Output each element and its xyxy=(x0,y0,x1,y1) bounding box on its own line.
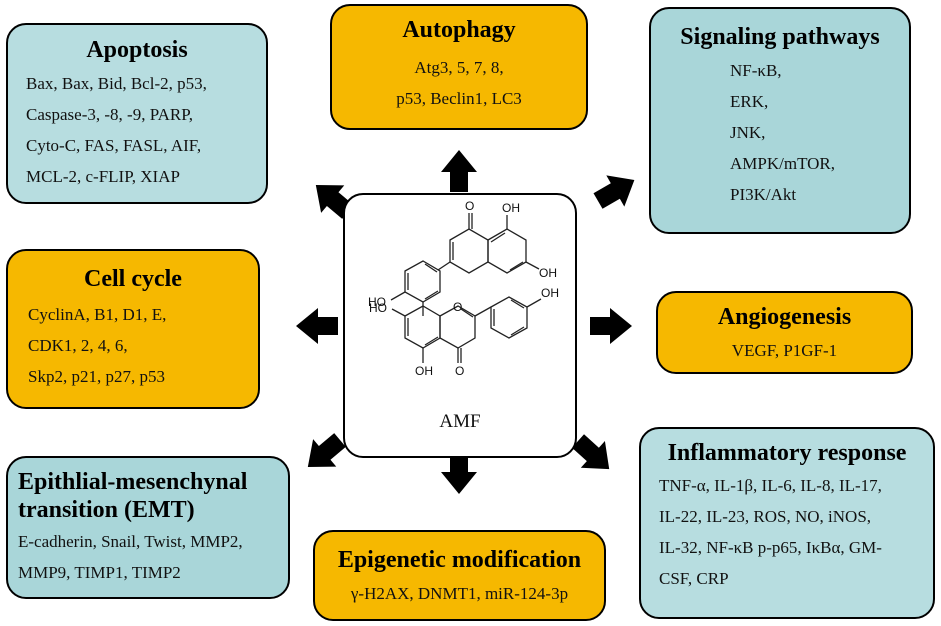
emt-box: Epithlial-mesenchynal transition (EMT) E… xyxy=(6,456,290,599)
carbonyl-o-label: O xyxy=(465,199,474,213)
inflammatory-title: Inflammatory response xyxy=(667,440,907,466)
autophagy-line: Atg3, 5, 7, 8, xyxy=(414,58,504,77)
inflammatory-line: TNF-α, IL-1β, IL-6, IL-8, IL-17, xyxy=(659,476,882,495)
signaling-title: Signaling pathways xyxy=(680,24,880,50)
autophagy-title: Autophagy xyxy=(402,17,516,43)
hydroxyl-label: HO xyxy=(368,295,386,309)
emt-line: E-cadherin, Snail, Twist, MMP2, xyxy=(18,532,243,551)
hydroxyl-label: OH xyxy=(415,364,433,378)
cell-cycle-line: Skp2, p21, p27, p53 xyxy=(28,367,165,386)
amf-center-box: O OH OH HO O HO OH OH O AMF xyxy=(343,193,577,458)
angiogenesis-box: Angiogenesis VEGF, P1GF-1 xyxy=(656,291,913,374)
signaling-line: JNK, xyxy=(730,123,766,142)
angiogenesis-line: VEGF, P1GF-1 xyxy=(731,341,838,360)
angiogenesis-title: Angiogenesis xyxy=(717,304,852,330)
carbonyl-o-label: O xyxy=(455,364,464,378)
emt-title: Epithlial-mesenchynal xyxy=(18,469,248,495)
emt-line: MMP9, TIMP1, TIMP2 xyxy=(18,563,181,582)
signaling-box: Signaling pathways NF-κB, ERK, JNK, AMPK… xyxy=(649,7,911,234)
hydroxyl-label: HO xyxy=(369,301,387,315)
epigenetic-title: Epigenetic modification xyxy=(337,547,582,573)
inflammatory-line: IL-32, NF-κB p-p65, IκBα, GM- xyxy=(659,538,882,557)
hydroxyl-label: OH xyxy=(539,266,557,280)
apoptosis-line: Cyto-C, FAS, FASL, AIF, xyxy=(26,136,202,155)
signaling-line: PI3K/Akt xyxy=(730,185,797,204)
cell-cycle-line: CDK1, 2, 4, 6, xyxy=(28,336,128,355)
hydroxyl-label: OH xyxy=(541,286,559,300)
apoptosis-line: Caspase-3, -8, -9, PARP, xyxy=(26,105,194,124)
epigenetic-box: Epigenetic modification γ-H2AX, DNMT1, m… xyxy=(313,530,606,621)
signaling-line: ERK, xyxy=(730,92,769,111)
arrow-to-epigenetic xyxy=(441,452,477,494)
cell-cycle-box: Cell cycle CyclinA, B1, D1, E, CDK1, 2, … xyxy=(6,249,260,409)
inflammatory-box: Inflammatory response TNF-α, IL-1β, IL-6… xyxy=(639,427,935,619)
inflammatory-line: IL-22, IL-23, ROS, NO, iNOS, xyxy=(659,507,872,526)
ring-o-label: O xyxy=(453,300,462,314)
autophagy-box: Autophagy Atg3, 5, 7, 8, p53, Beclin1, L… xyxy=(330,4,588,130)
amf-label: AMF xyxy=(439,411,481,432)
arrow-to-angiogenesis xyxy=(590,308,632,344)
cell-cycle-title: Cell cycle xyxy=(84,266,182,292)
hydroxyl-label: OH xyxy=(502,201,520,215)
arrow-to-signaling xyxy=(589,164,644,217)
signaling-line: NF-κB, xyxy=(730,61,782,80)
arrow-to-autophagy xyxy=(441,150,477,192)
apoptosis-title: Apoptosis xyxy=(86,37,188,63)
apoptosis-box: Apoptosis Bax, Bax, Bid, Bcl-2, p53, Cas… xyxy=(6,23,268,204)
cell-cycle-line: CyclinA, B1, D1, E, xyxy=(28,305,167,324)
signaling-line: AMPK/mTOR, xyxy=(730,154,836,173)
epigenetic-line: γ-H2AX, DNMT1, miR-124-3p xyxy=(350,584,569,603)
amf-structure-diagram: O OH OH HO O HO OH OH O xyxy=(368,199,559,378)
emt-title: transition (EMT) xyxy=(18,497,195,523)
apoptosis-line: Bax, Bax, Bid, Bcl-2, p53, xyxy=(26,74,207,93)
inflammatory-line: CSF, CRP xyxy=(659,569,729,588)
apoptosis-line: MCL-2, c-FLIP, XIAP xyxy=(26,167,180,186)
autophagy-line: p53, Beclin1, LC3 xyxy=(396,89,522,108)
arrow-to-cell-cycle xyxy=(296,308,338,344)
